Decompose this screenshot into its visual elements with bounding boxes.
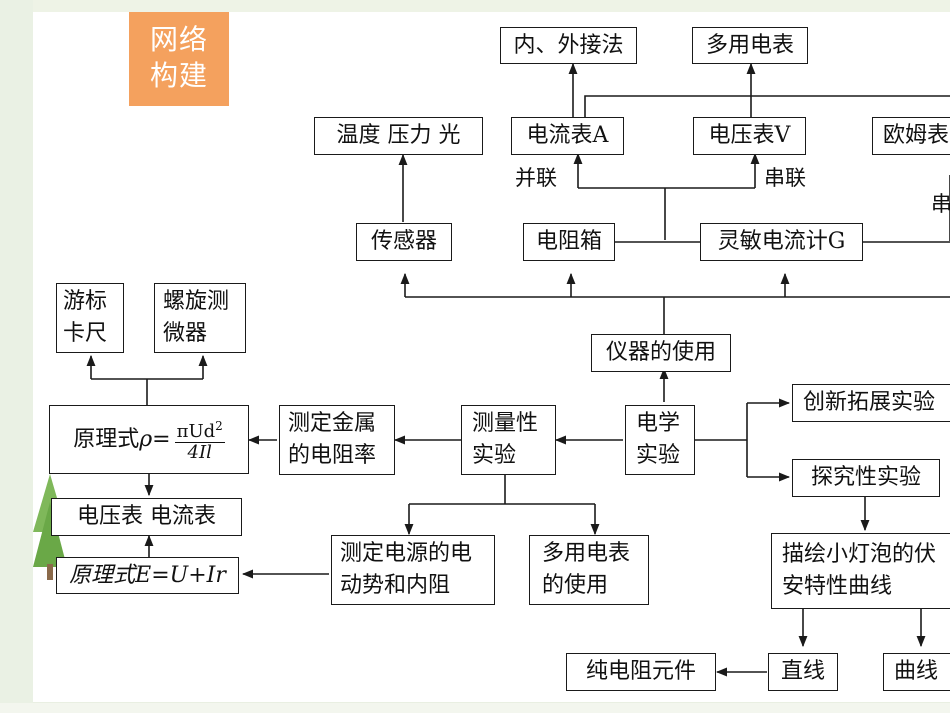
box-sensor-types: 温度 压力 光 [314,117,483,155]
box-curve-line: 曲线 [883,653,950,691]
box-instrument-use: 仪器的使用 [591,334,731,372]
background-top [0,0,950,14]
box-voltmeter: 电压表V [693,117,806,155]
formula-rho-num-text: πUd [176,421,216,442]
box-emf-measure: 测定电源的电动势和内阻 [331,535,495,605]
box-multimeter-use: 多用电表的使用 [529,535,649,605]
diagram-sheet: 网络 构建 [33,12,950,702]
box-voltmeter-ammeter: 电压表 电流表 [51,498,242,536]
section-tag-line1: 网络 [149,23,208,56]
formula-rho-numerator: πUd2 [174,416,225,443]
box-connection-method: 内、外接法 [500,27,637,64]
box-vi-curve: 描绘小灯泡的伏安特性曲线 [771,533,950,609]
box-ammeter: 电流表A [511,117,624,155]
formula-rho-equals: = [152,426,171,452]
box-explore-exp: 探究性实验 [792,459,940,497]
box-resistivity-formula: 原理式 ρ = πUd2 4Il [49,405,249,474]
formula-rho-exponent: 2 [215,419,223,433]
box-emf-formula: 原理式E=U+Ir [56,557,239,594]
section-tag-line2: 构建 [149,59,208,92]
section-tag: 网络 构建 [129,12,229,106]
label-series-right: 串 [931,192,950,216]
formula-rho-denominator: 4Il [187,442,212,463]
box-vernier-caliper: 游标卡尺 [56,283,124,353]
formula-rho-prefix: 原理式 [73,426,140,452]
box-ohmmeter: 欧姆表 [872,117,950,155]
box-innovation-exp: 创新拓展实验 [792,384,950,422]
box-resistor-box: 电阻箱 [523,223,615,261]
background-left [0,0,33,713]
background-bottom [0,703,950,713]
connector-lines [86,62,950,677]
formula-rho-fraction: πUd2 4Il [174,416,225,463]
box-micrometer: 螺旋测微器 [154,283,246,353]
box-resistivity: 测定金属的电阻率 [279,405,395,475]
formula-rho-symbol: ρ [139,426,153,452]
box-pure-resistor: 纯电阻元件 [566,653,716,691]
label-series: 串联 [764,166,806,190]
box-sensor: 传感器 [356,223,452,261]
label-parallel: 并联 [515,166,557,190]
box-galvanometer: 灵敏电流计G [700,223,863,261]
box-measure-exp: 测量性实验 [461,405,556,475]
box-straight-line: 直线 [768,653,838,691]
box-electric-exp: 电学实验 [625,405,695,475]
box-multimeter: 多用电表 [692,27,808,64]
